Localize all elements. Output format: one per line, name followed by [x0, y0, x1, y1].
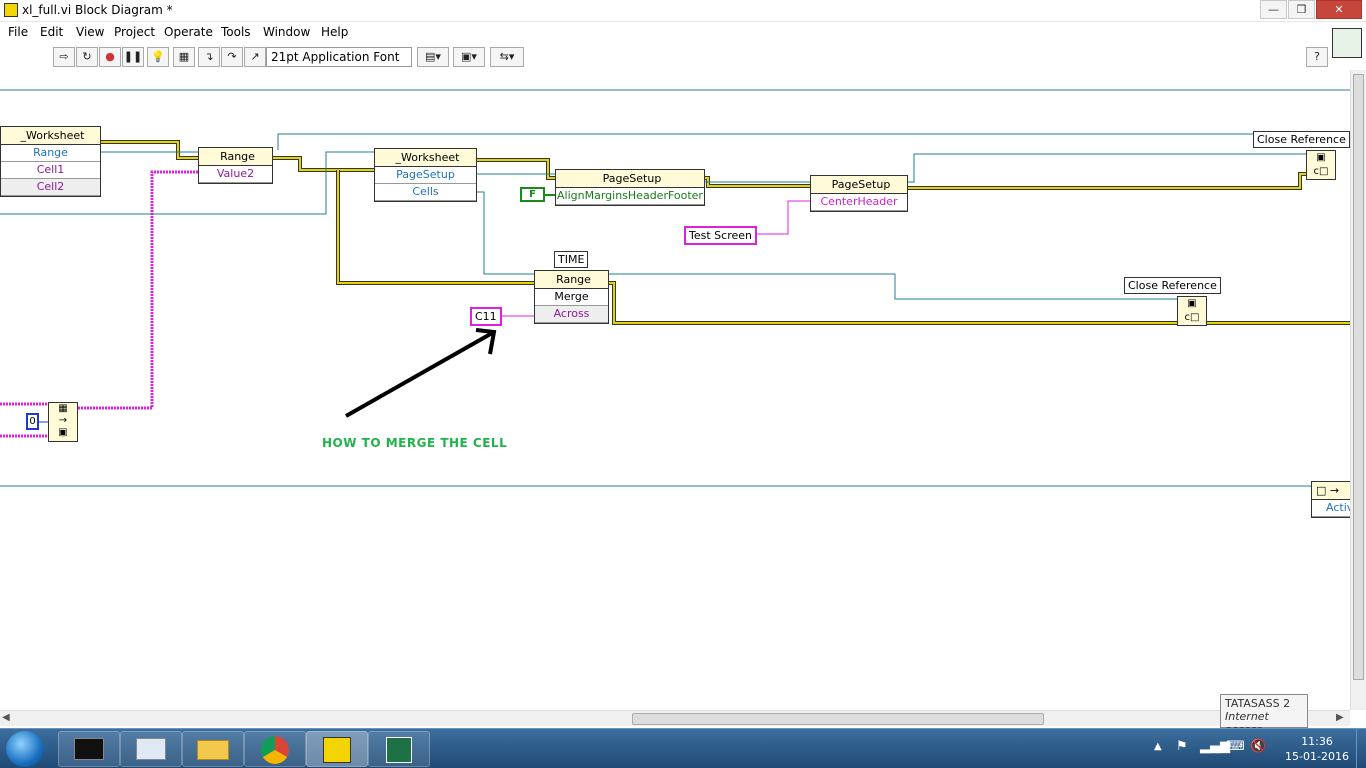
range-node-2-title: Range: [535, 271, 608, 289]
wires: [0, 89, 1350, 487]
c11-constant[interactable]: C11: [470, 307, 502, 326]
worksheet-node-2-title: _Worksheet: [375, 149, 476, 167]
zero-constant[interactable]: 0: [26, 413, 39, 430]
worksheet-node-2-cells[interactable]: Cells: [375, 184, 476, 201]
font-dropdown[interactable]: 21pt Application Font: [266, 47, 412, 67]
vertical-scrollbar[interactable]: [1350, 70, 1366, 710]
partial-node-title: □ →: [1312, 482, 1350, 500]
cmd-app-icon[interactable]: [58, 731, 120, 767]
worksheet-node-1-title: _Worksheet: [1, 127, 100, 145]
show-hidden-icons[interactable]: ▲: [1154, 741, 1162, 752]
menu-tools[interactable]: Tools: [221, 25, 251, 39]
close-reference-node-2[interactable]: ▣c□: [1177, 296, 1207, 326]
scroll-left-arrow[interactable]: ◀: [2, 712, 10, 723]
pagesetup-node-2-title: PageSetup: [811, 176, 907, 194]
abort-icon[interactable]: ●: [99, 47, 121, 67]
folder-icon[interactable]: [182, 731, 244, 767]
pagesetup-node-1[interactable]: PageSetup AlignMarginsHeaderFooter: [555, 169, 705, 206]
tooltip-network-name: TATASASS 2: [1225, 697, 1291, 710]
menu-file[interactable]: File: [8, 25, 29, 39]
run-icon[interactable]: ⇨: [53, 47, 75, 67]
menu-edit[interactable]: Edit: [40, 25, 64, 39]
language-icon[interactable]: ⌨: [1226, 739, 1245, 754]
block-diagram[interactable]: _Worksheet Range Cell1 Cell2 Range Value…: [0, 70, 1350, 710]
volume-muted-icon[interactable]: 🔇: [1250, 739, 1267, 754]
retain-wire-values-icon[interactable]: ▦: [173, 47, 195, 67]
menu-view[interactable]: View: [76, 25, 105, 39]
network-tooltip: TATASASS 2 Internet access: [1220, 694, 1308, 736]
step-out-icon[interactable]: ↗: [244, 47, 266, 67]
scroll-thumb-horizontal[interactable]: [632, 713, 1044, 725]
chrome-icon[interactable]: [244, 731, 306, 767]
close-reference-node-1[interactable]: ▣c□: [1306, 150, 1336, 180]
menu-project[interactable]: Project: [114, 25, 156, 39]
excel-icon[interactable]: [368, 731, 430, 767]
action-center-icon[interactable]: ⚑: [1176, 739, 1188, 754]
worksheet-node-2-pagesetup[interactable]: PageSetup: [375, 167, 476, 184]
start-button[interactable]: [6, 731, 44, 767]
clock[interactable]: 11:36 15-01-2016: [1282, 734, 1352, 764]
pause-icon[interactable]: ❚❚: [122, 47, 144, 67]
menu-operate[interactable]: Operate: [164, 25, 213, 39]
close-button[interactable]: ✕: [1316, 0, 1362, 19]
worksheet-node-1-range[interactable]: Range: [1, 145, 100, 162]
distribute-objects-icon[interactable]: ▣▾: [453, 47, 485, 67]
menu-window[interactable]: Window: [263, 25, 311, 39]
test-screen-constant[interactable]: Test Screen: [684, 226, 757, 245]
pagesetup-node-1-title: PageSetup: [556, 170, 704, 188]
close-reference-label-1[interactable]: Close Reference: [1253, 131, 1350, 148]
title-bar: xl_full.vi Block Diagram * — ❐ ✕: [0, 0, 1366, 22]
align-objects-icon[interactable]: ▤▾: [417, 47, 449, 67]
clock-date: 15-01-2016: [1285, 750, 1349, 763]
help-button[interactable]: ?: [1306, 47, 1328, 67]
network-icon[interactable]: ▂▄▆: [1200, 739, 1230, 754]
pagesetup-node-1-align[interactable]: AlignMarginsHeaderFooter: [556, 188, 704, 205]
range-node-1-title: Range: [199, 148, 272, 166]
partial-node[interactable]: □ → Activ: [1311, 481, 1350, 518]
worksheet-node-1-cell1[interactable]: Cell1: [1, 162, 100, 179]
range-node-1-value2[interactable]: Value2: [199, 166, 272, 183]
reorder-icon[interactable]: ⇆▾: [490, 47, 524, 67]
horizontal-scrollbar[interactable]: ◀ ▶: [0, 710, 1350, 726]
worksheet-node-2[interactable]: _Worksheet PageSetup Cells: [374, 148, 477, 202]
maximize-button[interactable]: ❐: [1288, 0, 1315, 19]
range-node-2-merge[interactable]: Merge: [535, 289, 608, 306]
explorer-window-icon[interactable]: [120, 731, 182, 767]
menu-bar: File Edit View Project Operate Tools Win…: [0, 22, 1366, 44]
scroll-thumb-vertical[interactable]: [1353, 74, 1364, 680]
false-constant[interactable]: F: [520, 187, 545, 202]
pagesetup-node-2-centerheader[interactable]: CenterHeader: [811, 194, 907, 211]
labview-icon[interactable]: [306, 731, 368, 767]
time-label[interactable]: TIME: [554, 251, 589, 268]
worksheet-node-1[interactable]: _Worksheet Range Cell1 Cell2: [0, 126, 101, 197]
partial-node-row[interactable]: Activ: [1312, 500, 1350, 517]
app-icon: [4, 3, 18, 17]
range-node-1[interactable]: Range Value2: [198, 147, 273, 184]
clock-time: 11:36: [1301, 735, 1333, 748]
step-over-icon[interactable]: ↷: [221, 47, 243, 67]
toolbar: ⇨ ↻ ● ❚❚ 💡 ▦ ↴ ↷ ↗ 21pt Application Font…: [0, 28, 1362, 70]
annotation-text: HOW TO MERGE THE CELL: [322, 436, 508, 450]
false-constant-label: F: [529, 189, 536, 200]
step-into-icon[interactable]: ↴: [198, 47, 220, 67]
window-title: xl_full.vi Block Diagram *: [22, 3, 173, 17]
vi-icon: [1332, 28, 1362, 58]
range-node-2-across[interactable]: Across: [535, 306, 608, 323]
build-array-icon[interactable]: ▦→▣: [48, 402, 78, 442]
range-node-2[interactable]: Range Merge Across: [534, 270, 609, 324]
scroll-right-arrow[interactable]: ▶: [1336, 712, 1344, 723]
show-desktop-button[interactable]: [1356, 729, 1366, 768]
taskbar: ▲ ⚑ ▂▄▆ ⌨ 🔇 11:36 15-01-2016: [0, 728, 1366, 768]
highlight-execution-icon[interactable]: 💡: [147, 47, 169, 67]
menu-help[interactable]: Help: [321, 25, 349, 39]
pagesetup-node-2[interactable]: PageSetup CenterHeader: [810, 175, 908, 212]
close-reference-label-2[interactable]: Close Reference: [1124, 277, 1221, 294]
worksheet-node-1-cell2[interactable]: Cell2: [1, 179, 100, 196]
run-continuously-icon[interactable]: ↻: [76, 47, 98, 67]
minimize-button[interactable]: —: [1260, 0, 1287, 19]
